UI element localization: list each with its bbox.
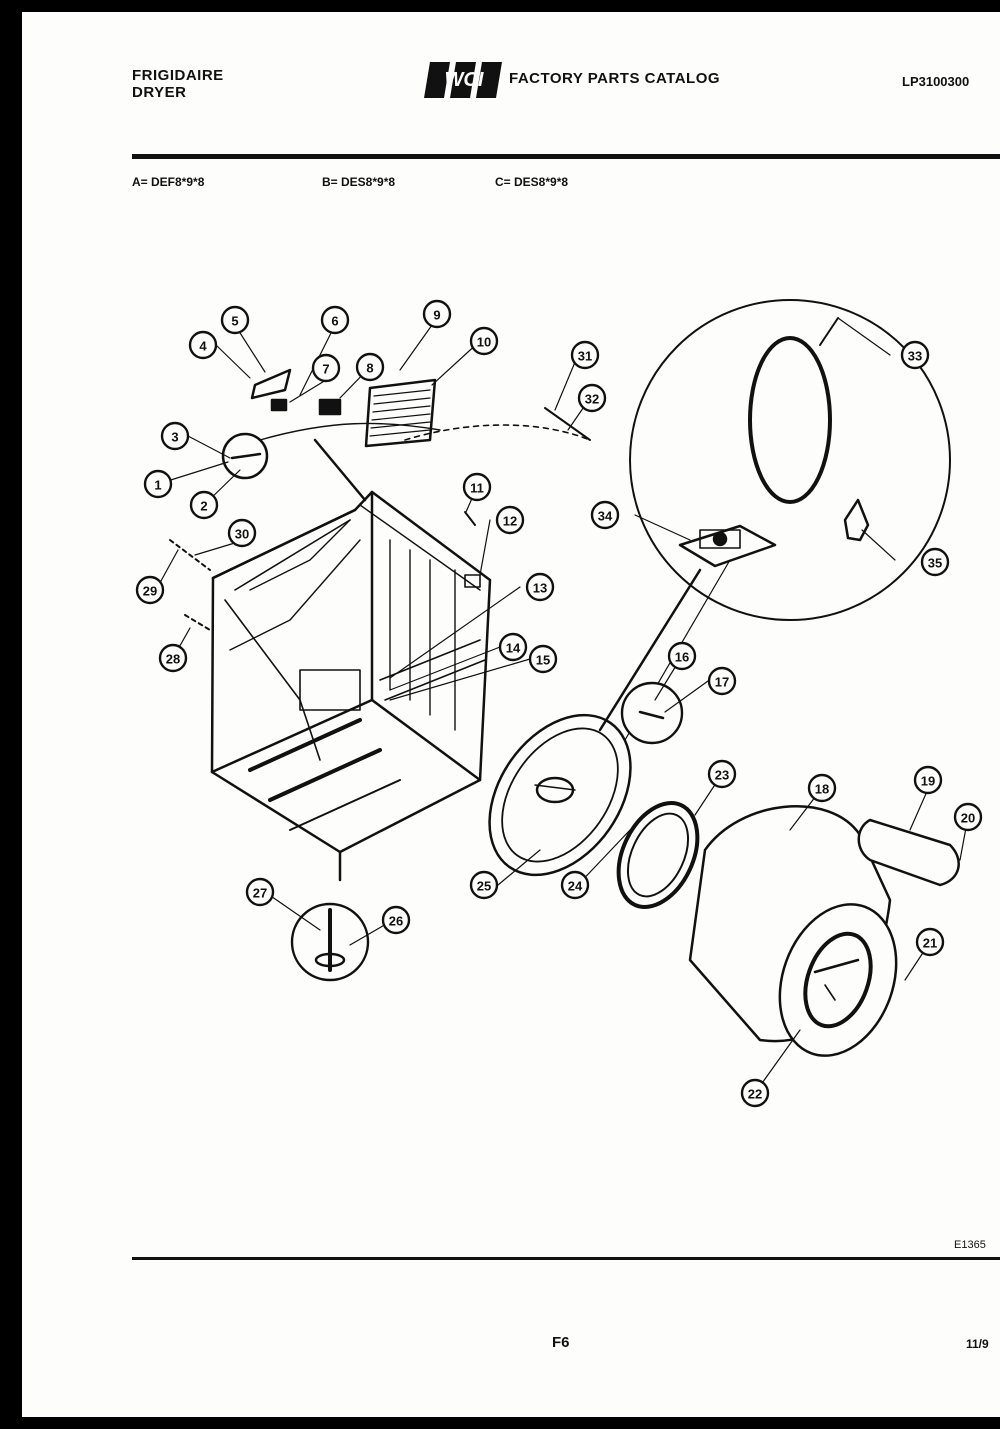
header-rule — [132, 154, 1000, 159]
catalog-code: LP3100300 — [902, 74, 970, 89]
revision-date: 11/9 — [966, 1337, 989, 1351]
diagram-ref-code: E1365 — [954, 1239, 986, 1251]
drum — [688, 805, 898, 1057]
callout-20: 20 — [953, 802, 983, 832]
callout-9: 9 — [422, 299, 452, 329]
detail-inset — [598, 299, 951, 741]
model-b: B= DES8*9*8 — [322, 175, 396, 189]
svg-text:27: 27 — [253, 886, 267, 901]
svg-text:9: 9 — [433, 308, 440, 323]
svg-text:16: 16 — [675, 650, 689, 665]
callout-7: 7 — [311, 353, 341, 383]
svg-text:19: 19 — [921, 774, 935, 789]
svg-text:26: 26 — [389, 914, 403, 929]
svg-text:12: 12 — [503, 514, 517, 529]
svg-text:18: 18 — [815, 782, 829, 797]
svg-text:22: 22 — [748, 1087, 762, 1102]
exploded-parts-diagram: 1 2 3 4 5 6 7 8 9 10 11 12 13 14 15 16 1… — [135, 299, 983, 1108]
callout-8: 8 — [355, 352, 385, 382]
callout-2: 2 — [189, 490, 219, 520]
callout-21: 21 — [915, 927, 945, 957]
callout-labels: 1 2 3 4 5 6 7 8 9 10 11 12 13 14 15 16 1… — [135, 299, 983, 1108]
svg-text:25: 25 — [477, 879, 491, 894]
callout-30: 30 — [227, 518, 257, 548]
callout-33: 33 — [900, 340, 930, 370]
product-type: DRYER — [132, 84, 187, 101]
svg-text:35: 35 — [928, 556, 942, 571]
wci-logo-icon: WCI — [424, 62, 502, 98]
svg-text:15: 15 — [536, 653, 550, 668]
callout-19: 19 — [913, 765, 943, 795]
svg-text:14: 14 — [506, 641, 521, 656]
svg-text:11: 11 — [470, 481, 484, 496]
callout-3: 3 — [160, 421, 190, 451]
svg-text:23: 23 — [715, 768, 729, 783]
svg-text:34: 34 — [598, 509, 613, 524]
svg-text:24: 24 — [568, 879, 583, 894]
footer-rule — [132, 1257, 1000, 1260]
callout-29: 29 — [135, 575, 165, 605]
svg-text:6: 6 — [331, 314, 338, 329]
callout-35: 35 — [920, 547, 950, 577]
cabinet-frame — [210, 490, 492, 882]
callout-10: 10 — [469, 326, 499, 356]
callout-31: 31 — [570, 340, 600, 370]
callout-11: 11 — [462, 472, 492, 502]
catalog-title: FACTORY PARTS CATALOG — [509, 70, 721, 87]
callout-23: 23 — [707, 759, 737, 789]
callout-14: 14 — [498, 632, 528, 662]
svg-text:32: 32 — [585, 392, 599, 407]
svg-text:8: 8 — [366, 361, 373, 376]
front-bulkhead — [488, 713, 632, 877]
callout-32: 32 — [577, 383, 607, 413]
svg-text:17: 17 — [715, 675, 729, 690]
callout-1: 1 — [143, 469, 173, 499]
svg-text:7: 7 — [322, 362, 329, 377]
svg-text:31: 31 — [578, 349, 592, 364]
callout-13: 13 — [525, 572, 555, 602]
callout-16: 16 — [667, 641, 697, 671]
callout-24: 24 — [560, 870, 590, 900]
clip-detail — [620, 681, 684, 745]
callout-28: 28 — [158, 643, 188, 673]
svg-text:4: 4 — [199, 339, 207, 354]
callout-25: 25 — [469, 870, 499, 900]
callout-17: 17 — [707, 666, 737, 696]
model-c: C= DES8*9*8 — [495, 175, 569, 189]
callout-6: 6 — [320, 305, 350, 335]
model-a: A= DEF8*9*8 — [132, 175, 205, 189]
svg-text:20: 20 — [961, 811, 975, 826]
callout-15: 15 — [528, 644, 558, 674]
callout-4: 4 — [188, 330, 218, 360]
svg-text:33: 33 — [908, 349, 922, 364]
callout-27: 27 — [245, 877, 275, 907]
catalog-page: FRIGIDAIRE DRYER WCI FACTORY PARTS CATAL… — [22, 12, 1000, 1417]
callout-22: 22 — [740, 1078, 770, 1108]
callout-26: 26 — [381, 905, 411, 935]
svg-text:28: 28 — [166, 652, 180, 667]
svg-text:29: 29 — [143, 584, 157, 599]
svg-text:13: 13 — [533, 581, 547, 596]
svg-text:2: 2 — [200, 499, 207, 514]
svg-text:30: 30 — [235, 527, 249, 542]
logo-text: WCI — [445, 69, 484, 91]
svg-text:10: 10 — [477, 335, 491, 350]
callout-12: 12 — [495, 505, 525, 535]
drum-baffle — [857, 818, 960, 887]
svg-text:1: 1 — [154, 478, 161, 493]
svg-text:21: 21 — [923, 936, 937, 951]
svg-text:5: 5 — [231, 314, 238, 329]
callout-5: 5 — [220, 305, 250, 335]
brand-block: FRIGIDAIRE DRYER — [132, 67, 224, 101]
callout-18: 18 — [807, 773, 837, 803]
control-parts — [221, 368, 591, 502]
svg-text:3: 3 — [171, 430, 178, 445]
seal-ring — [616, 801, 700, 909]
page-number: F6 — [552, 1334, 570, 1351]
brand-name: FRIGIDAIRE — [132, 67, 224, 84]
callout-34: 34 — [590, 500, 620, 530]
